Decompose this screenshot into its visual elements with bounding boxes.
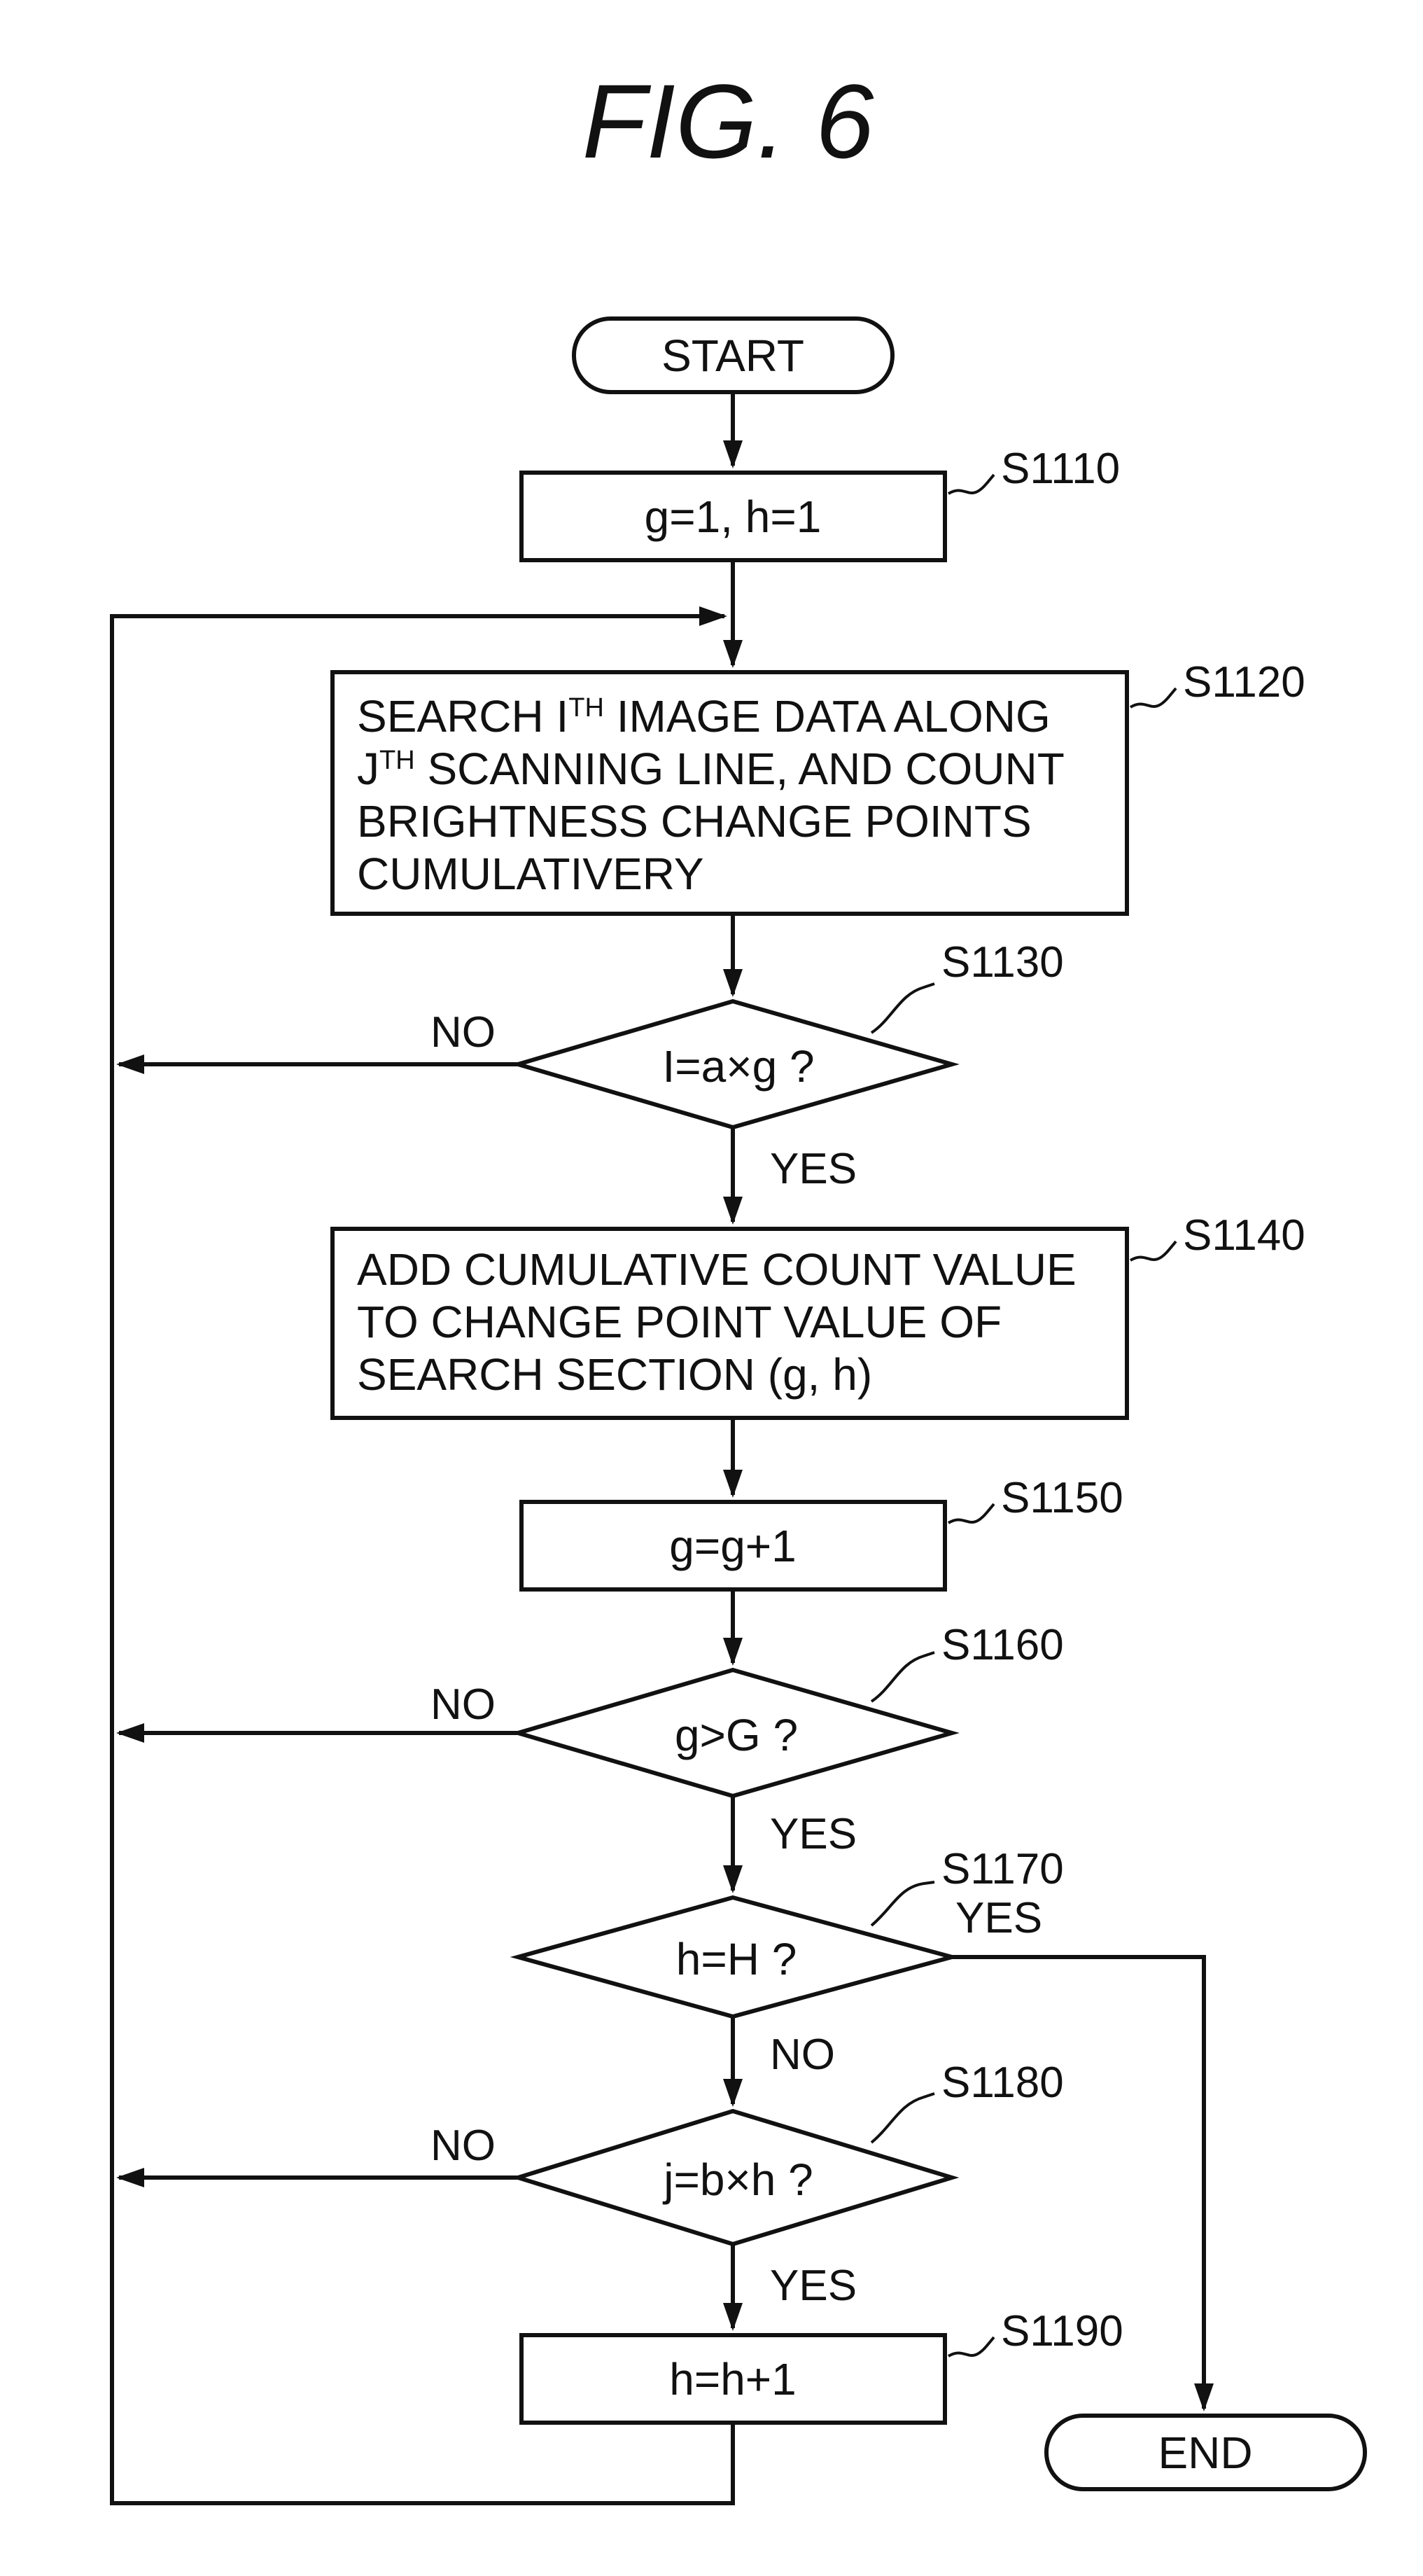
decision-s1180: j=b×h ?	[510, 2108, 960, 2247]
s1150-step-id: S1150	[1001, 1474, 1123, 1522]
s1140-line-1: ADD CUMULATIVE COUNT VALUE	[357, 1244, 1077, 1295]
s1130-text: I=a×g ?	[662, 1041, 814, 1092]
step-s1190-box: h=h+1	[519, 2333, 947, 2425]
s1170-no-label: NO	[770, 2031, 835, 2079]
step-s1140-box: ADD CUMULATIVE COUNT VALUE TO CHANGE POI…	[330, 1227, 1129, 1420]
s1120-line-1b: IMAGE DATA ALONG	[604, 691, 1051, 742]
end-terminal: END	[1044, 2414, 1367, 2491]
s1120-line-2: JTH SCANNING LINE, AND COUNT	[357, 744, 1065, 794]
s1130-step-id: S1130	[941, 938, 1064, 987]
s1160-text: g>G ?	[675, 1710, 798, 1760]
s1150-text: g=g+1	[669, 1521, 797, 1571]
s1120-leader	[1129, 687, 1177, 709]
connector-s1170-yes-end	[952, 1955, 1214, 2411]
s1190-step-id: S1190	[1001, 2307, 1123, 2355]
s1120-line-4: CUMULATIVERY	[357, 849, 704, 899]
s1170-leader	[870, 1881, 935, 1927]
s1190-text: h=h+1	[669, 2354, 797, 2404]
s1120-line-2b: SCANNING LINE, AND COUNT	[415, 744, 1065, 794]
s1120-superscript-2: TH	[379, 746, 415, 775]
step-s1150-box: g=g+1	[519, 1500, 947, 1592]
s1160-no-label: NO	[430, 1680, 496, 1729]
decision-s1170: h=H ?	[510, 1895, 960, 2019]
s1140-line-2: TO CHANGE POINT VALUE OF	[357, 1297, 1002, 1347]
s1140-line-3: SEARCH SECTION (g, h)	[357, 1349, 872, 1400]
s1150-leader	[947, 1503, 995, 1524]
s1180-no-label: NO	[430, 2122, 496, 2170]
start-terminal: START	[572, 316, 895, 394]
s1170-yes-label: YES	[955, 1894, 1042, 1942]
figure-title: FIG. 6	[582, 62, 874, 180]
s1110-text: g=1, h=1	[645, 492, 822, 542]
s1130-no-label: NO	[430, 1008, 496, 1057]
step-s1110-box: g=1, h=1	[519, 471, 947, 562]
s1160-leader	[870, 1651, 935, 1703]
s1120-superscript-1: TH	[568, 693, 604, 723]
s1120-line-3: BRIGHTNESS CHANGE POINTS	[357, 796, 1032, 847]
s1180-yes-label: YES	[770, 2262, 857, 2310]
s1130-leader	[870, 982, 935, 1034]
s1160-step-id: S1160	[941, 1621, 1064, 1669]
s1120-line-1: SEARCH ITH IMAGE DATA ALONG	[357, 691, 1051, 742]
s1140-step-id: S1140	[1183, 1211, 1305, 1260]
s1180-step-id: S1180	[941, 2059, 1064, 2107]
s1120-line-2a: J	[357, 744, 379, 794]
s1170-step-id: S1170	[941, 1845, 1064, 1893]
s1120-step-id: S1120	[1183, 658, 1305, 706]
s1110-leader	[947, 473, 995, 495]
s1180-text: j=b×h ?	[662, 2154, 813, 2205]
s1130-yes-label: YES	[770, 1145, 857, 1193]
loopback-rail	[110, 606, 735, 2505]
s1180-leader	[870, 2092, 935, 2144]
s1120-line-1a: SEARCH I	[357, 691, 568, 742]
start-label: START	[661, 330, 804, 381]
s1190-leader	[947, 2336, 995, 2358]
s1140-leader	[1129, 1240, 1177, 1262]
s1110-step-id: S1110	[1001, 445, 1120, 493]
step-s1120-box: SEARCH ITH IMAGE DATA ALONG JTH SCANNING…	[330, 670, 1129, 916]
s1160-yes-label: YES	[770, 1810, 857, 1858]
s1170-text: h=H ?	[676, 1934, 797, 1984]
end-label: END	[1158, 2428, 1252, 2478]
